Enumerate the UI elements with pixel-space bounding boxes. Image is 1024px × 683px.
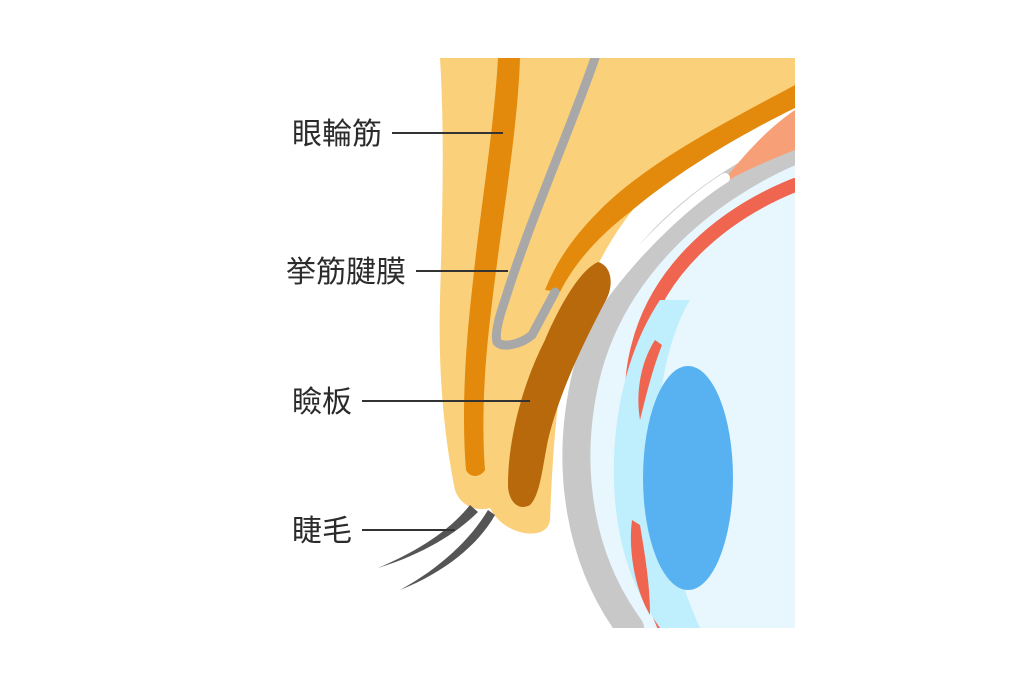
eyelash-2 bbox=[400, 510, 495, 590]
levator-muscle bbox=[545, 85, 795, 292]
tarsal-plate bbox=[508, 262, 611, 508]
conjunctiva-line bbox=[595, 173, 730, 305]
label-tarsal-plate: 瞼板 bbox=[292, 385, 352, 420]
ciliary-body-lower bbox=[630, 520, 650, 615]
ciliary-body-upper bbox=[638, 340, 662, 420]
upper-tissue-pink bbox=[720, 110, 795, 185]
eyelash-1 bbox=[378, 505, 478, 568]
label-orbicularis: 眼輪筋 bbox=[292, 117, 382, 152]
iris bbox=[643, 366, 733, 590]
anatomy-illustration bbox=[378, 58, 795, 628]
label-eyelashes: 睫毛 bbox=[292, 514, 352, 549]
levator-aponeurosis bbox=[491, 58, 600, 350]
label-levator-aponeurosis: 挙筋腱膜 bbox=[286, 255, 406, 290]
sclera-outer-band bbox=[562, 136, 795, 628]
orbicularis-muscle bbox=[464, 58, 520, 476]
